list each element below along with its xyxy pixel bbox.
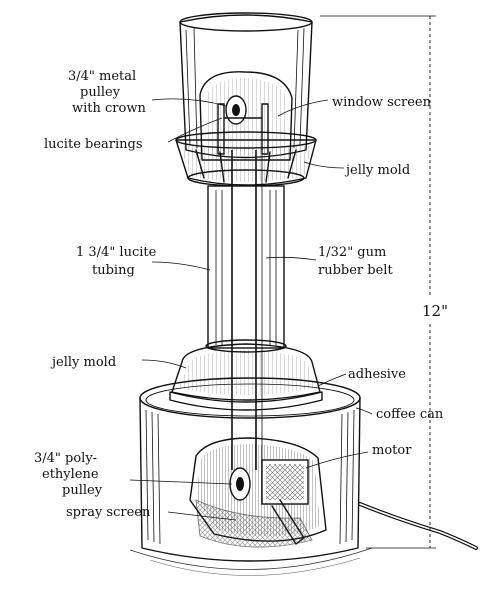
label-lucite-bearings: lucite bearings: [44, 137, 143, 152]
height-dimension: [320, 15, 436, 549]
label-gum-belt-line1: 1/32" gum: [318, 245, 386, 260]
label-jelly-mold-bottom: jelly mold: [50, 355, 116, 370]
label-height: 12": [422, 302, 448, 320]
label-lucite-tubing-line1: 1 3/4" lucite: [76, 245, 157, 260]
label-window-screen: window screen: [332, 95, 432, 110]
label-jelly-mold-top: jelly mold: [344, 163, 410, 178]
label-lucite-tubing-line2: tubing: [92, 263, 135, 278]
bottom-jelly-mold: [169, 339, 323, 411]
label-coffee-can: coffee can: [376, 407, 444, 422]
label-poly-pulley-line3: pulley: [62, 483, 103, 498]
top-jelly-mold: [175, 131, 317, 187]
label-poly-pulley-line1: 3/4" poly-: [34, 451, 97, 466]
lucite-tube: [207, 150, 285, 470]
label-adhesive: adhesive: [348, 367, 406, 382]
label-metal-pulley-line2: pulley: [80, 85, 121, 100]
leader-lines: [129, 98, 373, 521]
label-poly-pulley-line2: ethylene: [42, 467, 99, 482]
label-spray-screen: spray screen: [66, 505, 151, 520]
label-gum-belt-line2: rubber belt: [318, 263, 393, 278]
label-metal-pulley-line1: 3/4" metal: [68, 69, 136, 84]
label-metal-pulley-line3: with crown: [72, 101, 146, 116]
coffee-can: [139, 377, 478, 562]
top-housing: [179, 12, 313, 161]
label-motor: motor: [372, 443, 412, 458]
